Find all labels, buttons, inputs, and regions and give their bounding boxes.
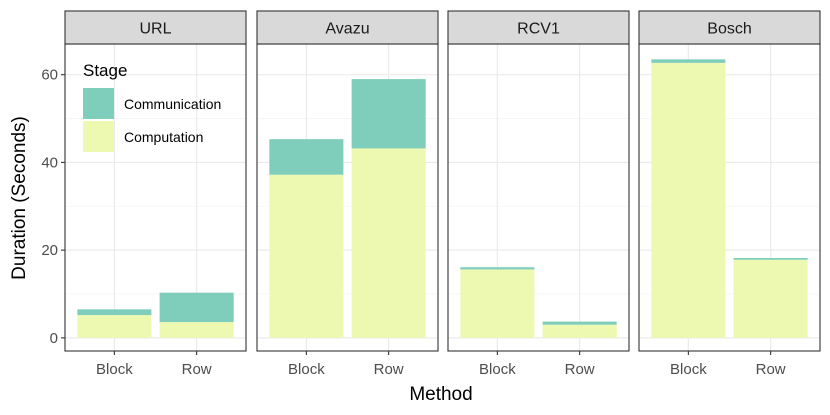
x-tick-label: Block [96,361,133,378]
facet-label: URL [139,21,171,38]
y-axis: 0 20 40 60 [41,67,65,347]
bar-computation-rcv1-block [460,269,535,338]
x-tick-label: Row [182,361,212,378]
bar-computation-bosch-block [651,62,726,338]
legend-title: Stage [83,61,127,80]
x-tick-label: Row [756,361,786,378]
y-tick-label: 20 [41,242,58,259]
bar-communication-bosch-row [733,258,808,260]
facet-strip [64,10,247,45]
bar-computation-avazu-row [351,148,426,338]
x-tick-label: Block [670,361,707,378]
facet-label: Avazu [325,21,369,38]
facet-strip [447,10,630,45]
legend-key-communication [83,88,114,119]
y-tick-label: 60 [41,67,58,84]
y-tick-label: 40 [41,154,58,171]
bar-communication-url-row [159,292,234,323]
facet-strip [638,10,821,45]
bar-computation-avazu-block [269,174,344,338]
bar-communication-rcv1-block [460,267,535,270]
facet-strip [256,10,439,45]
bar-computation-rcv1-row [542,324,617,338]
bar-communication-avazu-block [269,139,344,175]
x-tick-label: Block [288,361,325,378]
x-tick-label: Row [374,361,404,378]
x-tick-label: Block [479,361,516,378]
legend-label-computation: Computation [124,129,203,145]
x-tick-label: Row [565,361,595,378]
facet-label: Bosch [707,21,751,38]
bar-communication-avazu-row [351,79,426,149]
facet-panel-url: URL Block Row [64,10,247,378]
y-tick-label: 0 [50,330,58,347]
bar-communication-url-block [77,309,152,316]
bar-computation-bosch-row [733,259,808,338]
bar-communication-rcv1-row [542,321,617,325]
bar-communication-bosch-block [651,59,726,63]
y-axis-title: Duration (Seconds) [9,116,30,280]
legend-label-communication: Communication [124,96,221,112]
bar-computation-url-block [77,315,152,338]
bar-computation-url-row [159,322,234,338]
x-axis-title: Method [409,384,472,405]
legend-key-computation [83,121,114,152]
facet-label: RCV1 [517,21,560,38]
